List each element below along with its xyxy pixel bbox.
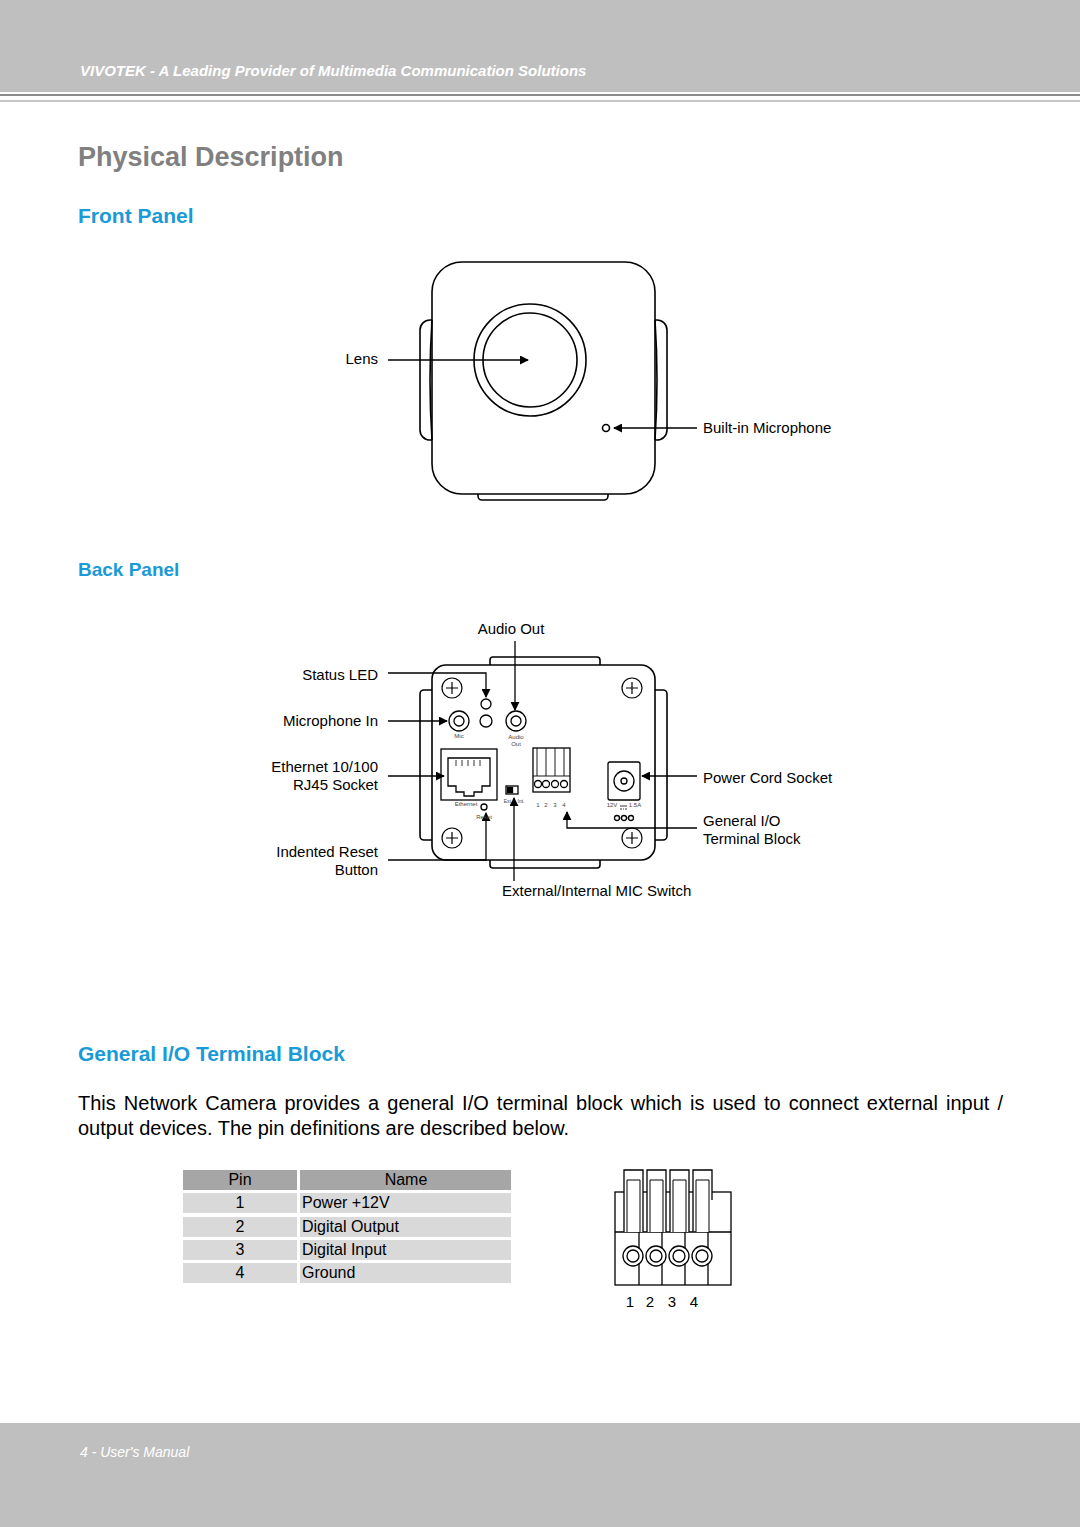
port-marking: Audio Out: [506, 734, 526, 748]
front-camera: [420, 262, 667, 500]
callout-label: General I/O Terminal Block: [703, 812, 821, 848]
table-cell: 4: [236, 1263, 245, 1282]
power-marking: 1.5A: [629, 802, 641, 809]
port-marking: Mic: [454, 733, 463, 740]
pin-number: 1: [626, 1293, 634, 1311]
section-heading: General I/O Terminal Block: [78, 1041, 345, 1066]
section-heading: Front Panel: [78, 203, 194, 228]
pin-number: 3: [553, 802, 556, 809]
header-rule: [0, 94, 1080, 96]
back-camera: [420, 657, 667, 868]
table-cell: Power +12V: [302, 1193, 390, 1212]
header-text: VIVOTEK - A Leading Provider of Multimed…: [80, 62, 586, 80]
leader-lines: [388, 360, 697, 428]
header-band: [0, 0, 1080, 92]
body-paragraph: This Network Camera provides a general I…: [78, 1091, 1003, 1141]
header-rule: [0, 101, 1080, 102]
callout-label: External/Internal MIC Switch: [502, 882, 691, 900]
power-marking: 12V: [607, 802, 618, 809]
port-marking: Int.: [518, 798, 525, 804]
table-cell: 3: [236, 1240, 245, 1259]
section-heading: Back Panel: [78, 559, 179, 582]
leader-lines: [388, 641, 697, 881]
pin-number: 4: [690, 1293, 698, 1311]
callout-label: Ethernet 10/100 RJ45 Socket: [248, 758, 378, 794]
table-cell: 2: [236, 1217, 245, 1236]
callout-label: Indented Reset Button: [260, 843, 378, 879]
table-cell: Digital Output: [302, 1217, 399, 1236]
port-marking: Ext.: [504, 798, 513, 804]
table-cell: Ground: [302, 1263, 355, 1282]
port-marking: Ethernet: [455, 801, 478, 808]
page-title: Physical Description: [78, 141, 344, 173]
footer-band: [0, 1423, 1080, 1527]
pin-number: 2: [544, 802, 547, 809]
screw: [442, 678, 642, 848]
callout-label: Status LED: [302, 666, 378, 684]
pin-number: 4: [562, 802, 565, 809]
pin-number: 1: [536, 802, 539, 809]
table-cell: 1: [236, 1193, 245, 1212]
callout-label: Power Cord Socket: [703, 769, 832, 787]
back-panel-parts: [441, 699, 640, 821]
callout-label: Microphone In: [283, 712, 378, 730]
pin-table: [183, 1170, 511, 1283]
pin-number: 2: [646, 1293, 654, 1311]
port-marking: Reset: [476, 814, 492, 821]
callout-label: Lens: [345, 350, 378, 368]
table-header: Name: [385, 1170, 428, 1189]
pin-number: 3: [668, 1293, 676, 1311]
footer-text: 4 - User's Manual: [80, 1444, 189, 1461]
callout-label: Built-in Microphone: [703, 419, 831, 437]
callout-label: Audio Out: [478, 620, 545, 638]
terminal-block: [615, 1170, 731, 1285]
table-header: Pin: [228, 1170, 251, 1189]
table-cell: Digital Input: [302, 1240, 387, 1259]
